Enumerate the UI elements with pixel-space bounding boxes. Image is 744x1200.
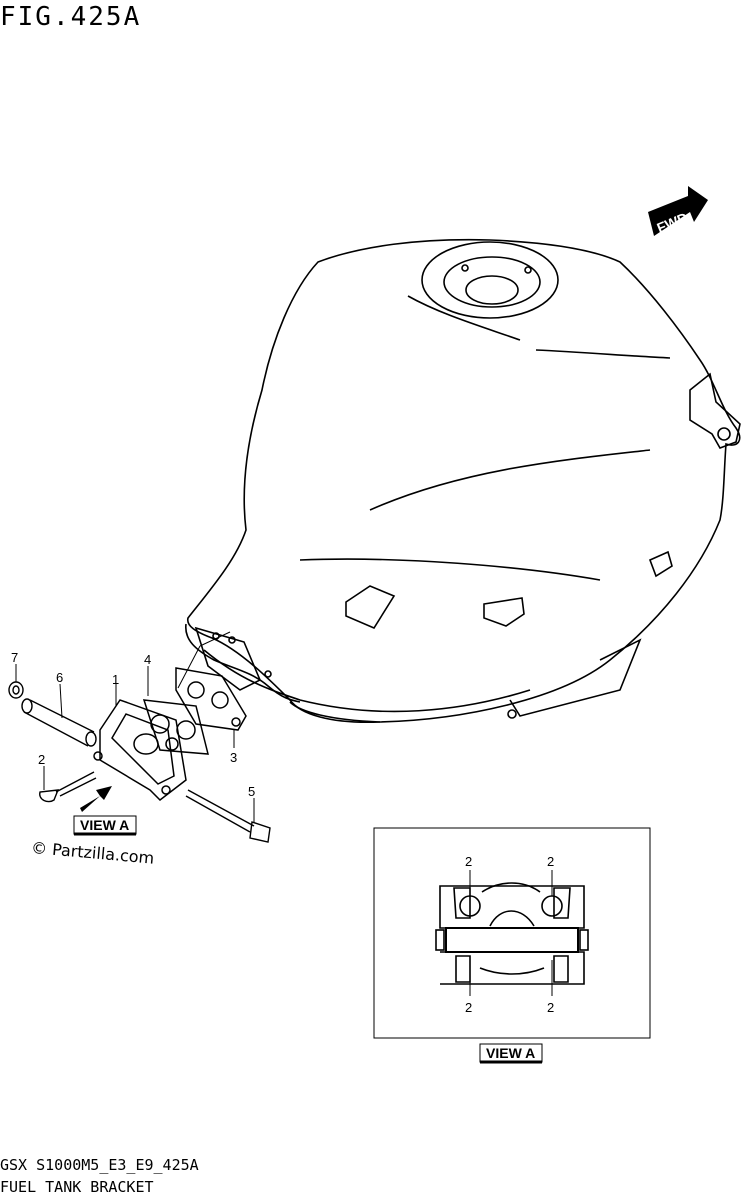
figure-title: FIG.425A [0, 2, 142, 32]
footer-code: GSX S1000M5_E3_E9_425A [0, 1156, 199, 1174]
fwd-arrow-icon: FWD [648, 186, 708, 236]
view-a-callout-bottom-right: 2 [547, 1000, 554, 1015]
callout-part-3: 3 [230, 750, 237, 765]
part-5-bolt [185, 789, 271, 843]
part-3-cushion [175, 667, 247, 731]
fuel-tank [185, 238, 741, 724]
callout-part-2: 2 [38, 752, 45, 767]
view-a-callout-bottom-left: 2 [465, 1000, 472, 1015]
part-2-bolt [39, 771, 97, 803]
view-a-detail-label: VIEW A [486, 1045, 535, 1061]
callout-part-4: 4 [144, 652, 151, 667]
callout-part-6: 6 [56, 670, 63, 685]
view-a-label-box: VIEW A [73, 815, 137, 836]
footer-name: FUEL TANK BRACKET [0, 1178, 154, 1196]
view-a-callout-top-right: 2 [547, 854, 554, 869]
leader-lines [15, 631, 255, 822]
callout-part-1: 1 [112, 672, 119, 687]
view-a-detail-label-box: VIEW A [479, 1043, 543, 1064]
view-a-callout-top-left: 2 [465, 854, 472, 869]
part-6-spacer [21, 698, 97, 747]
part-4-cushion [142, 699, 209, 755]
view-a-label: VIEW A [80, 817, 129, 833]
view-a-detail-panel: 2 2 2 2 [373, 827, 651, 1039]
part-7-nut [8, 681, 24, 699]
callout-part-7: 7 [11, 650, 18, 665]
view-a-arrow-icon [80, 786, 112, 812]
callout-part-5: 5 [248, 784, 255, 799]
